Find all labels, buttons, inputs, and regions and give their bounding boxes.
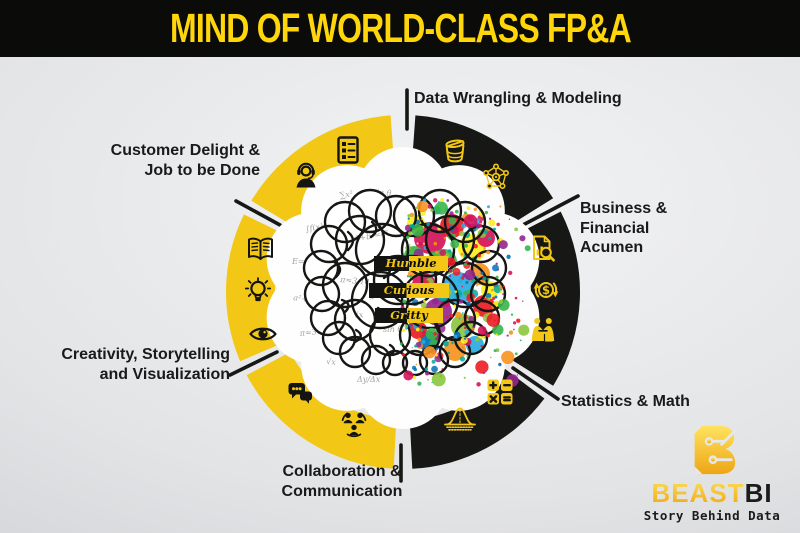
page-title: MIND OF WORLD-CLASS FP&A: [169, 5, 632, 51]
label-line: and Visualization: [99, 365, 230, 383]
trait-text: Humble: [374, 256, 448, 271]
light-bulb-icon: [244, 277, 272, 302]
trait-ribbon-humble: Humble: [374, 256, 448, 271]
label-line: Collaboration &: [282, 463, 402, 480]
label-statistics-math: Statistics & Math: [561, 392, 771, 412]
svg-text:Δy/Δx: Δy/Δx: [356, 375, 381, 384]
paint-splatter: [399, 198, 531, 387]
customer-support-icon: [296, 162, 316, 188]
trait-text: Gritty: [375, 308, 443, 323]
label-line: Creativity, Storytelling: [61, 346, 230, 363]
label-customer-delight: Customer Delight & Job to be Done: [95, 141, 260, 180]
dollar-cycle-icon: $: [533, 282, 559, 298]
svg-text:√x: √x: [326, 357, 337, 367]
label-business-acumen: Business & Financial Acumen: [580, 199, 740, 258]
trait-ribbon-gritty: Gritty: [375, 308, 443, 323]
label-creativity: Creativity, Storytelling and Visualizati…: [60, 345, 230, 384]
logo-tagline: Story Behind Data: [643, 508, 781, 523]
label-line: Acumen: [580, 239, 644, 257]
leader-business: [519, 194, 580, 228]
beastbi-wordmark: BEASTBI: [651, 480, 772, 506]
bell-curve-icon: [444, 407, 476, 431]
label-collaboration: Collaboration & Communication: [264, 462, 420, 501]
svg-text:√x: √x: [353, 310, 364, 320]
chat-bubbles-icon: [288, 383, 312, 404]
logo-suffix: BI: [744, 478, 773, 508]
segment-collaboration: [246, 352, 397, 469]
leader-lines: [228, 88, 580, 483]
label-data-wrangling: Data Wrangling & Modeling: [414, 89, 644, 109]
leader-statistics: [511, 366, 560, 401]
open-book-icon: [248, 237, 273, 260]
leader-customer: [234, 199, 282, 227]
label-line: Customer Delight &: [110, 142, 260, 159]
svg-text:∑x²: ∑x²: [339, 189, 354, 200]
eye-icon: [249, 327, 277, 341]
team-icon: [341, 412, 367, 438]
network-model-icon: [482, 163, 509, 189]
handshake-icon: [531, 318, 555, 343]
leader-creativity: [228, 350, 279, 377]
survey-checklist-icon: [337, 136, 359, 164]
trait-ribbon-curious: Curious: [369, 283, 449, 298]
trait-text: Curious: [369, 283, 449, 298]
title-banner: MIND OF WORLD-CLASS FP&A: [0, 0, 800, 57]
label-line: Data Wrangling & Modeling: [414, 90, 622, 107]
beastbi-logo: BEASTBI Story Behind Data: [628, 423, 796, 523]
label-line: Job to be Done: [144, 161, 260, 179]
beastbi-logo-mark: [694, 425, 737, 475]
math-operations-icon: [487, 379, 513, 405]
logo-name: BEAST: [651, 478, 745, 508]
data-bucket-icon: [445, 139, 465, 163]
svg-text:sin θ: sin θ: [383, 325, 402, 334]
label-line: Communication: [281, 482, 403, 500]
svg-text:$: $: [542, 283, 550, 297]
label-line: Statistics & Math: [561, 393, 690, 410]
label-line: Business & Financial: [580, 200, 668, 237]
document-analysis-icon: [533, 235, 555, 262]
